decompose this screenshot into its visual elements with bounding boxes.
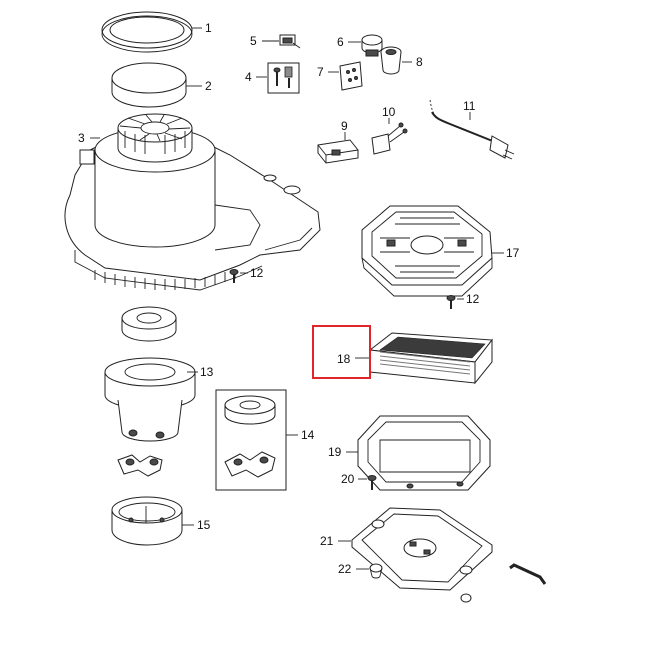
highlight-box-18 [312, 325, 371, 379]
part-3-motor-housing[interactable] [64, 113, 321, 291]
part-9-capacitor[interactable] [317, 139, 359, 164]
part-12-screw-left[interactable] [229, 269, 239, 284]
label-10: 10 [382, 105, 396, 119]
part-13-motor[interactable] [104, 306, 196, 477]
part-17-filter-cage[interactable] [361, 205, 493, 297]
label-21: 21 [320, 534, 334, 548]
part-4-screw-kit[interactable] [267, 62, 300, 94]
part-1-gasket-ring[interactable] [101, 11, 193, 53]
part-18-hepa-filter[interactable] [368, 332, 493, 385]
label-19: 19 [328, 445, 342, 459]
part-7-circuit-board[interactable] [339, 61, 363, 91]
label-18: 18 [337, 352, 351, 366]
label-9: 9 [341, 119, 348, 133]
label-13: 13 [200, 365, 214, 379]
part-22-foot[interactable] [369, 563, 383, 579]
part-15-bowl[interactable] [111, 496, 183, 546]
part-5-switch[interactable] [279, 34, 301, 49]
part-14-bushing-kit[interactable] [215, 389, 287, 491]
label-14: 14 [301, 428, 315, 442]
label-22: 22 [338, 562, 352, 576]
label-7: 7 [317, 65, 324, 79]
label-1: 1 [205, 21, 212, 35]
label-4: 4 [245, 70, 252, 84]
part-21-base-plate[interactable] [351, 507, 493, 603]
part-12-screw-right[interactable] [446, 295, 456, 310]
label-12a: 12 [250, 266, 264, 280]
label-12b: 12 [466, 292, 480, 306]
part-19-filter-frame[interactable] [357, 415, 491, 491]
label-3: 3 [78, 131, 85, 145]
part-20-screw[interactable] [367, 475, 377, 491]
part-10-wire-clip[interactable] [371, 122, 408, 155]
label-17: 17 [506, 246, 520, 260]
label-6: 6 [337, 35, 344, 49]
label-20: 20 [341, 472, 355, 486]
part-11-power-cord[interactable] [429, 99, 515, 160]
label-2: 2 [205, 79, 212, 93]
allen-key-tool[interactable] [509, 563, 547, 585]
label-5: 5 [250, 34, 257, 48]
part-2-filter-disc[interactable] [111, 62, 187, 108]
label-11: 11 [463, 99, 476, 113]
label-15: 15 [197, 518, 211, 532]
part-8-lamp-socket[interactable] [380, 46, 402, 75]
label-8: 8 [416, 55, 423, 69]
part-6-push-button[interactable] [361, 34, 383, 57]
